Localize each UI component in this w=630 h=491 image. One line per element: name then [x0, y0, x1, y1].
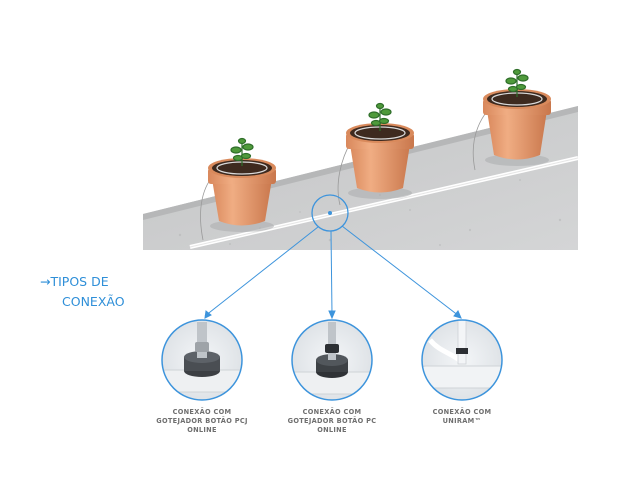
caption-pcj-dripper: CONEXÃO COM GOTEJADOR BOTÃO PCJ ONLINE [156, 408, 248, 434]
pc-dripper-detail [291, 319, 373, 401]
plant-pot-3 [483, 68, 551, 166]
plant-pot-1 [208, 137, 276, 232]
title-line-2: CONEXÃO [62, 294, 125, 309]
title-line-1: TIPOS DE [50, 274, 109, 289]
plant-pot-2 [346, 102, 414, 199]
caption-pc-dripper: CONEXÃO COM GOTEJADOR BOTÃO PC ONLINE [287, 408, 377, 434]
drip-pipe [189, 156, 579, 249]
connection-types-title: →TIPOS DE CONEXÃO [40, 272, 160, 312]
zoom-circle [311, 194, 349, 232]
uniram-detail [421, 319, 503, 401]
caption-uniram: CONEXÃO COM UNIRAM™ [432, 408, 492, 425]
arrow-right-icon: → [40, 274, 51, 289]
connector-lines [204, 225, 462, 320]
pcj-dripper-detail [161, 319, 243, 401]
